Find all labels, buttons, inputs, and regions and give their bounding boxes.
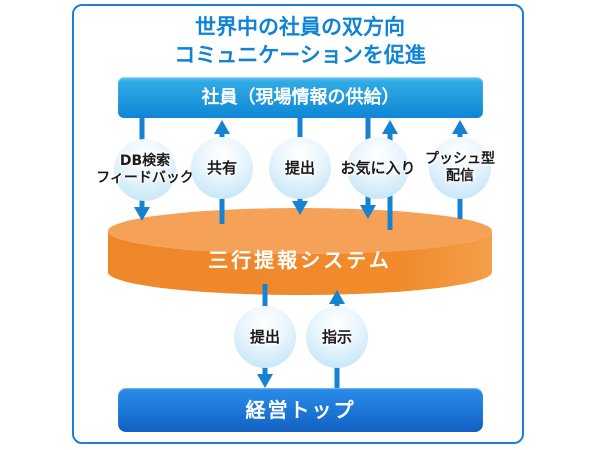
- system-cylinder: [108, 208, 492, 295]
- diagram-title-line2: コミュニケーションを促進: [174, 43, 426, 67]
- flow-node-label: プッシュ型: [425, 151, 495, 167]
- flow-node-label: お気に入り: [340, 158, 416, 177]
- flow-node-push-delivery: プッシュ型 配信: [425, 137, 495, 199]
- system-label: 三行提報システム: [208, 248, 392, 272]
- flow-node-label: 提出: [249, 327, 280, 346]
- management-bar: 経営トップ: [118, 388, 483, 432]
- diagram-title-line1: 世界中の社員の双方向: [195, 15, 405, 39]
- flow-node-label: DB検索: [119, 153, 171, 169]
- flow-node-label: 配信: [446, 168, 474, 184]
- flow-node-instruction: 指示: [306, 306, 368, 368]
- diagram-title: 世界中の社員の双方向 コミュニケーションを促進: [0, 13, 600, 69]
- employees-bar: 社員（現場情報の供給）: [118, 77, 483, 118]
- flow-node-share: 共有: [191, 137, 253, 199]
- flow-node-label: 指示: [321, 327, 352, 346]
- cylinder-top-face: [108, 208, 492, 254]
- flow-node-submit-lower: 提出: [234, 306, 296, 368]
- cylinder-body: [108, 231, 492, 295]
- flow-node-submit-upper: 提出: [269, 137, 331, 199]
- flow-node-label: フィードバック: [96, 170, 194, 186]
- flow-node-favorites: お気に入り: [341, 137, 416, 199]
- flow-node-label: 共有: [206, 158, 237, 177]
- flow-node-label: 提出: [284, 158, 315, 177]
- flow-node-db-search: DB検索 フィードバック: [96, 139, 194, 201]
